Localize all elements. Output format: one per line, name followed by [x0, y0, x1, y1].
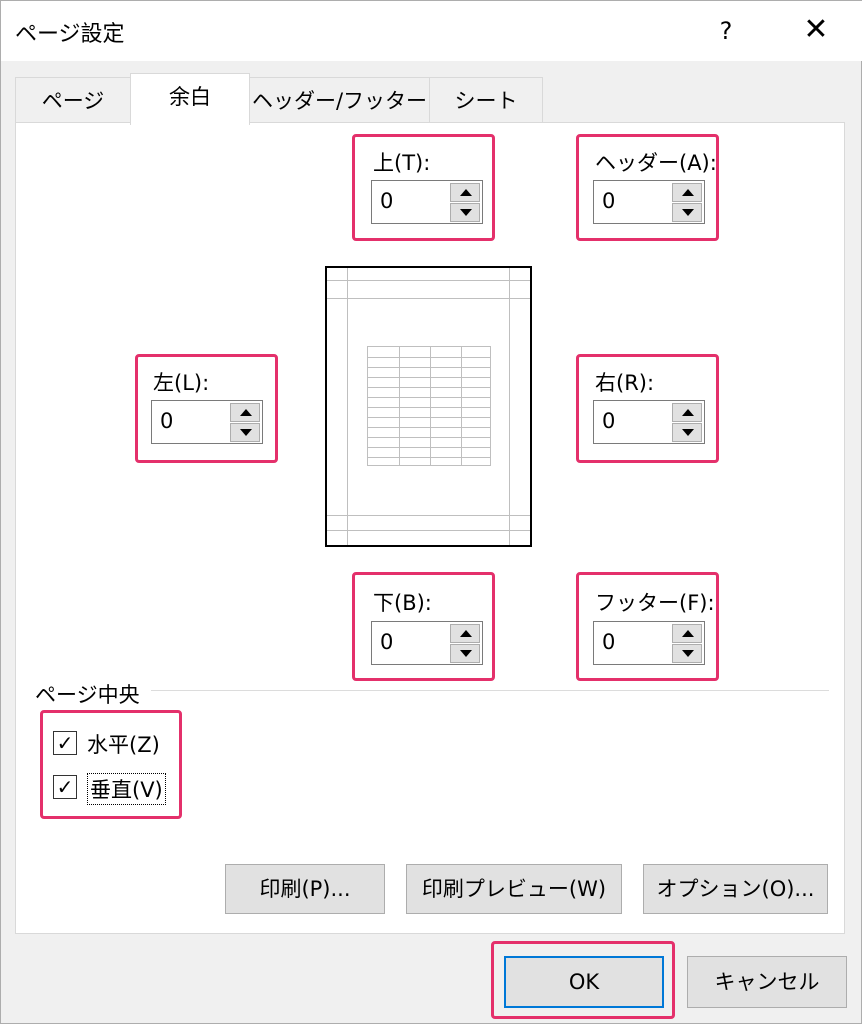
- highlight-box: [352, 572, 495, 681]
- tab-header-footer[interactable]: ヘッダー/フッター: [249, 77, 430, 123]
- left-margin-spinner[interactable]: 0: [151, 400, 263, 444]
- preview-grid: [367, 346, 491, 466]
- title-bar: ページ設定 ? ✕: [1, 1, 862, 61]
- options-button[interactable]: オプション(O)...: [643, 864, 828, 914]
- spin-down-icon[interactable]: [672, 203, 702, 222]
- spin-down-icon[interactable]: [672, 644, 702, 663]
- print-preview-button[interactable]: 印刷プレビュー(W): [406, 864, 622, 914]
- bottom-margin-value[interactable]: 0: [380, 630, 394, 654]
- preview-grid-line: [399, 347, 400, 465]
- margin-preview: [325, 266, 532, 547]
- preview-grid-line: [368, 387, 490, 388]
- spin-down-icon[interactable]: [672, 423, 702, 442]
- group-divider: [151, 690, 829, 691]
- header-margin-spinner[interactable]: 0: [593, 180, 705, 224]
- cancel-button[interactable]: キャンセル: [687, 956, 847, 1008]
- preview-grid-line: [368, 407, 490, 408]
- vertical-checkbox-row[interactable]: ✓ 垂直(V): [53, 771, 175, 805]
- bottom-margin-spinner[interactable]: 0: [371, 621, 483, 665]
- vertical-checkbox[interactable]: ✓: [53, 775, 77, 799]
- spin-up-icon[interactable]: [672, 403, 702, 422]
- footer-margin-value[interactable]: 0: [602, 630, 616, 654]
- preview-grid-line: [368, 457, 490, 458]
- preview-grid-line: [368, 427, 490, 428]
- top-margin-spinner[interactable]: 0: [371, 180, 483, 224]
- right-margin-value[interactable]: 0: [602, 409, 616, 433]
- spin-up-icon[interactable]: [450, 624, 480, 643]
- tab-margins[interactable]: 余白: [130, 73, 250, 125]
- vertical-label[interactable]: 垂直(V): [87, 773, 166, 805]
- highlight-box: [352, 134, 495, 241]
- highlight-box: [576, 134, 719, 241]
- highlight-box: [576, 572, 719, 681]
- spin-down-icon[interactable]: [450, 644, 480, 663]
- dialog-title: ページ設定: [15, 22, 125, 47]
- tab-sheet[interactable]: シート: [429, 77, 543, 123]
- right-margin-label: 右(R):: [595, 371, 655, 395]
- footer-margin-spinner[interactable]: 0: [593, 621, 705, 665]
- preview-grid-line: [368, 397, 490, 398]
- ok-button[interactable]: OK: [504, 956, 664, 1008]
- preview-grid-line: [368, 367, 490, 368]
- help-icon[interactable]: ?: [719, 17, 733, 45]
- center-on-page-label: ページ中央: [35, 679, 146, 709]
- spin-up-icon[interactable]: [450, 183, 480, 202]
- right-margin-spinner[interactable]: 0: [593, 400, 705, 444]
- preview-grid-line: [368, 377, 490, 378]
- highlight-box: [576, 354, 719, 463]
- preview-grid-line: [368, 447, 490, 448]
- left-margin-label: 左(L):: [153, 371, 210, 395]
- horizontal-checkbox-row[interactable]: ✓ 水平(Z): [53, 727, 175, 759]
- print-button[interactable]: 印刷(P)...: [225, 864, 385, 914]
- footer-margin-label: フッター(F):: [595, 591, 715, 615]
- spin-up-icon[interactable]: [672, 183, 702, 202]
- left-margin-value[interactable]: 0: [160, 409, 174, 433]
- tab-page[interactable]: ページ: [15, 77, 131, 123]
- highlight-box: [491, 941, 675, 1019]
- preview-grid-line: [368, 357, 490, 358]
- highlight-box: [135, 354, 278, 463]
- header-margin-label: ヘッダー(A):: [595, 151, 717, 175]
- spin-up-icon[interactable]: [672, 624, 702, 643]
- bottom-margin-label: 下(B):: [373, 591, 432, 615]
- spin-up-icon[interactable]: [230, 403, 260, 422]
- top-margin-value[interactable]: 0: [380, 189, 394, 213]
- horizontal-label[interactable]: 水平(Z): [87, 733, 160, 757]
- spin-down-icon[interactable]: [230, 423, 260, 442]
- header-margin-value[interactable]: 0: [602, 189, 616, 213]
- highlight-box: [40, 710, 182, 819]
- horizontal-checkbox[interactable]: ✓: [53, 731, 77, 755]
- close-icon[interactable]: ✕: [803, 12, 829, 47]
- spin-down-icon[interactable]: [450, 203, 480, 222]
- preview-grid-line: [368, 417, 490, 418]
- top-margin-label: 上(T):: [373, 151, 431, 175]
- preview-grid-line: [368, 437, 490, 438]
- preview-grid-line: [430, 347, 431, 465]
- preview-grid-line: [461, 347, 462, 465]
